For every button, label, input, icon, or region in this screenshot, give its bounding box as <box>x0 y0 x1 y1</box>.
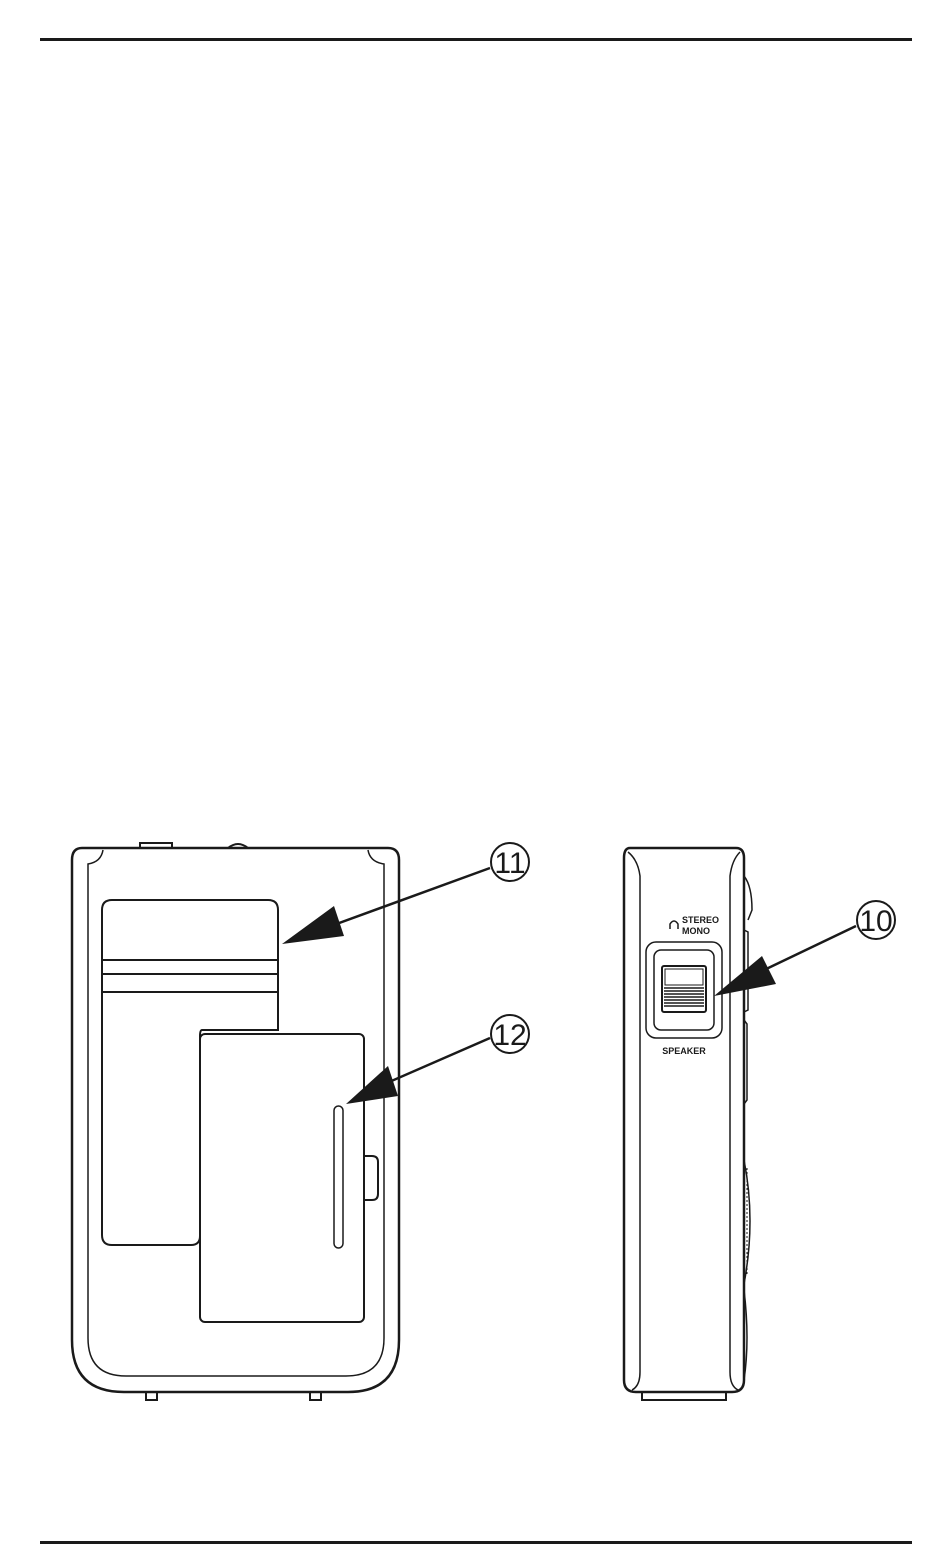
mono-label: MONO <box>682 926 710 936</box>
headphone-icon <box>670 921 678 929</box>
speaker-label: SPEAKER <box>662 1046 706 1056</box>
side-inner-left <box>628 852 640 1390</box>
switch-housing-outer <box>646 942 722 1038</box>
side-tab <box>364 1156 378 1200</box>
switch-knob-top <box>665 969 703 985</box>
switch-knob-ridges <box>664 988 704 1006</box>
callout-11-number: 11 <box>494 847 525 880</box>
callout-12-number: 12 <box>493 1019 526 1052</box>
back-view <box>72 843 399 1400</box>
stereo-label: STEREO <box>682 915 719 925</box>
callout-10: 10 <box>714 901 895 996</box>
side-inner-right <box>730 852 740 1390</box>
callout-11: 11 <box>282 843 529 944</box>
callout-10-number: 10 <box>859 905 892 938</box>
battery-cover <box>200 1034 364 1322</box>
callout-12: 12 <box>346 1015 529 1104</box>
